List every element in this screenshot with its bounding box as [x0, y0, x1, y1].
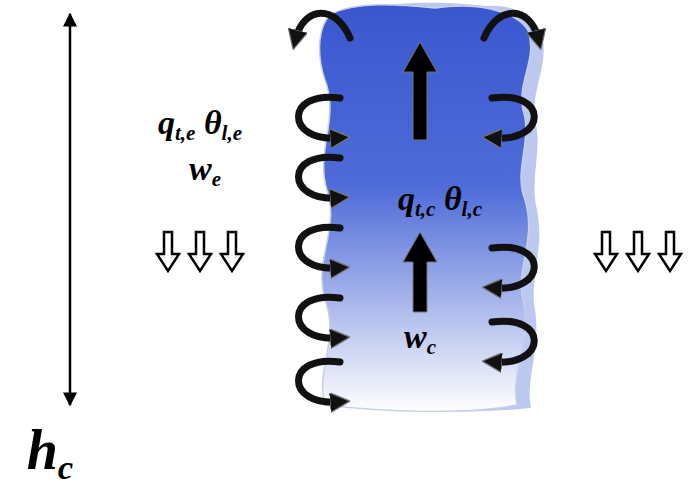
cloud-variable: qt,c θl,c — [398, 180, 482, 217]
height-arrow — [69, 14, 72, 405]
entrainment-arrow — [492, 97, 534, 138]
down-arrow — [659, 232, 681, 271]
cloud-variable: wc — [404, 318, 436, 355]
down-arrow — [189, 232, 211, 271]
entrainment-arrow — [298, 97, 340, 138]
variable-label: we — [189, 150, 221, 187]
variable-label: qt,e θl,e — [158, 104, 242, 141]
updraft-arrow — [403, 232, 437, 312]
mixing-arrows — [296, 13, 538, 402]
down-arrow — [221, 232, 243, 271]
entrainment-arrow — [298, 157, 340, 198]
updraft-arrow — [403, 42, 437, 140]
down-arrow — [595, 232, 617, 271]
variable-label: hc — [27, 420, 74, 482]
entrainment-arrow — [298, 227, 340, 268]
entrainment-arrow — [492, 247, 534, 288]
cloud-body — [320, 5, 531, 412]
detrainment-arrow — [296, 13, 350, 38]
detrainment-arrow — [484, 13, 538, 38]
down-arrow — [627, 232, 649, 271]
down-arrow — [157, 232, 179, 271]
updraft-arrows — [403, 42, 437, 312]
entrainment-arrow — [298, 297, 340, 338]
entrainment-arrow — [298, 361, 340, 402]
entrainment-arrow — [492, 321, 534, 362]
